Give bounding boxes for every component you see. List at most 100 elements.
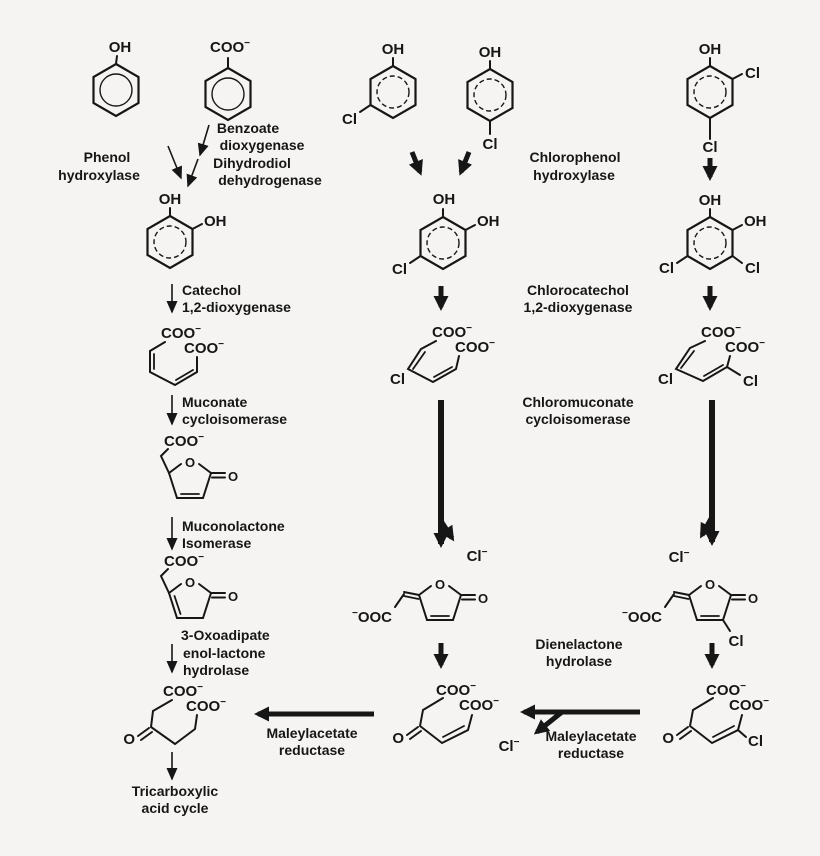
atom-coo: COO− xyxy=(725,338,765,356)
svg-text:1,2-dioxygenase: 1,2-dioxygenase xyxy=(182,299,291,315)
atom-oh: OH xyxy=(744,213,767,230)
molecule-muconolactone: COO− xyxy=(159,432,240,499)
molecule-2-chloromaleylacetate: COO− COO− O Cl xyxy=(662,681,769,750)
svg-text:Maleylacetate: Maleylacetate xyxy=(545,728,636,744)
atom-oh: OH xyxy=(159,191,182,208)
atom-coo: COO− xyxy=(210,38,250,56)
svg-text:Muconolactone: Muconolactone xyxy=(182,518,285,534)
atom-cl: Cl xyxy=(745,260,760,277)
arrow-chloride-release-bottom xyxy=(533,710,564,735)
svg-text:Dienelactone: Dienelactone xyxy=(535,636,622,652)
atom-cl: Cl xyxy=(703,139,718,156)
molecule-benzoate: COO− xyxy=(204,38,252,122)
atom-cl: Cl xyxy=(342,111,357,128)
label-oxoadipate-hydrolase: 3-Oxoadipate enol-lactone hydrolase xyxy=(181,627,270,678)
molecule-3-5-dichlorocatechol: OH OH Cl Cl xyxy=(659,192,767,277)
svg-text:Chlorophenol: Chlorophenol xyxy=(530,149,621,165)
atom-o: O xyxy=(392,730,404,747)
label-chlorophenol-hydroxylase: Chlorophenol hydroxylase xyxy=(530,149,621,183)
svg-text:Dihydrodiol: Dihydrodiol xyxy=(213,155,291,171)
atom-oh: OH xyxy=(699,41,722,58)
atom-cl: Cl xyxy=(392,261,407,278)
svg-text:hydrolase: hydrolase xyxy=(183,662,249,678)
atom-o: O xyxy=(662,730,674,747)
ion-chloride: Cl− xyxy=(467,547,488,565)
label-benzoate-dioxygenase: Benzoate dioxygenase xyxy=(217,120,305,153)
atom-coo: COO− xyxy=(161,324,201,342)
molecule-enol-lactone: COO− xyxy=(159,552,240,619)
atom-cl: Cl xyxy=(729,633,744,650)
atom-cl: Cl xyxy=(658,371,673,388)
molecule-4-chlorocatechol: OH OH Cl xyxy=(392,191,500,278)
svg-text:hydrolase: hydrolase xyxy=(546,653,612,669)
molecule-3-oxoadipate: COO− COO− O xyxy=(123,682,226,748)
molecule-3-chloromuconate: COO− COO− Cl xyxy=(390,323,495,388)
arrow-4cp-to-chlorocatechol xyxy=(458,151,473,176)
svg-text:Muconate: Muconate xyxy=(182,394,248,410)
molecule-maleylacetate: COO− COO− O xyxy=(392,681,499,747)
label-maleylacetate-reductase-right: Maleylacetate reductase xyxy=(545,728,636,761)
atom-oh: OH xyxy=(479,44,502,61)
svg-text:cycloisomerase: cycloisomerase xyxy=(525,411,630,427)
svg-text:reductase: reductase xyxy=(558,745,624,761)
molecule-catechol: OH OH xyxy=(146,191,227,270)
molecule-dienelactone: −OOC xyxy=(352,576,490,626)
atom-cl: Cl xyxy=(390,371,405,388)
atom-o: O xyxy=(123,731,135,748)
atom-ooc: −OOC xyxy=(622,608,662,626)
atom-cl: Cl xyxy=(659,260,674,277)
label-muconolactone-isomerase: Muconolactone Isomerase xyxy=(182,518,285,551)
atom-cl: Cl xyxy=(743,373,758,390)
label-phenol-hydroxylase: Phenol hydroxylase xyxy=(58,149,140,183)
svg-text:Phenol: Phenol xyxy=(84,149,131,165)
svg-text:dioxygenase: dioxygenase xyxy=(220,137,305,153)
svg-text:1,2-dioxygenase: 1,2-dioxygenase xyxy=(524,299,633,315)
svg-text:dehydrogenase: dehydrogenase xyxy=(218,172,322,188)
molecule-2-chlorodienelactone: −OOC Cl xyxy=(622,576,760,650)
label-chloromuconate-cycloisomerase: Chloromuconate cycloisomerase xyxy=(522,394,633,427)
svg-text:Chlorocatechol: Chlorocatechol xyxy=(527,282,629,298)
atom-coo: COO− xyxy=(163,682,203,700)
atom-coo: COO− xyxy=(729,696,769,714)
label-dienelactone-hydrolase: Dienelactone hydrolase xyxy=(535,636,622,669)
label-chlorocatechol-dioxygenase: Chlorocatechol 1,2-dioxygenase xyxy=(524,282,633,315)
atom-oh: OH xyxy=(433,191,456,208)
arrow-chloride-release-mid xyxy=(438,519,455,542)
atom-cl: Cl xyxy=(748,733,763,750)
atom-oh: OH xyxy=(109,39,132,56)
svg-text:3-Oxoadipate: 3-Oxoadipate xyxy=(181,627,270,643)
atom-oh: OH xyxy=(699,192,722,209)
atom-coo: COO− xyxy=(164,432,204,450)
atom-coo: COO− xyxy=(432,323,472,341)
atom-oh: OH xyxy=(204,213,227,230)
svg-text:Catechol: Catechol xyxy=(182,282,241,298)
atom-coo: COO− xyxy=(164,552,204,570)
atom-coo: COO− xyxy=(455,338,495,356)
atom-oh: OH xyxy=(477,213,500,230)
atom-cl: Cl xyxy=(483,136,498,153)
svg-text:Tricarboxylic: Tricarboxylic xyxy=(132,783,219,799)
svg-text:Chloromuconate: Chloromuconate xyxy=(522,394,633,410)
atom-coo: COO− xyxy=(436,681,476,699)
molecule-phenol: OH xyxy=(92,39,140,118)
atom-coo: COO− xyxy=(701,323,741,341)
atom-cl: Cl xyxy=(745,65,760,82)
atom-coo: COO− xyxy=(459,696,499,714)
atom-coo: COO− xyxy=(184,339,224,357)
molecule-muconate: COO− COO− xyxy=(149,324,224,387)
molecule-2-4-dichlorophenol: OH Cl Cl xyxy=(686,41,760,156)
svg-text:Maleylacetate: Maleylacetate xyxy=(266,725,357,741)
atom-coo: COO− xyxy=(186,697,226,715)
label-tca-cycle: Tricarboxylic acid cycle xyxy=(132,783,219,816)
atom-coo: COO− xyxy=(706,681,746,699)
molecule-3-chlorophenol: OH Cl xyxy=(342,41,417,128)
ion-chloride: Cl− xyxy=(499,737,520,755)
svg-text:Isomerase: Isomerase xyxy=(182,535,251,551)
atom-oh: OH xyxy=(382,41,405,58)
arrow-chloride-release-right xyxy=(699,515,715,539)
arrow-benzoate-step1 xyxy=(197,124,210,157)
ion-chloride: Cl− xyxy=(669,548,690,566)
svg-text:hydroxylase: hydroxylase xyxy=(533,167,615,183)
arrow-3cp-to-chlorocatechol xyxy=(408,151,423,176)
